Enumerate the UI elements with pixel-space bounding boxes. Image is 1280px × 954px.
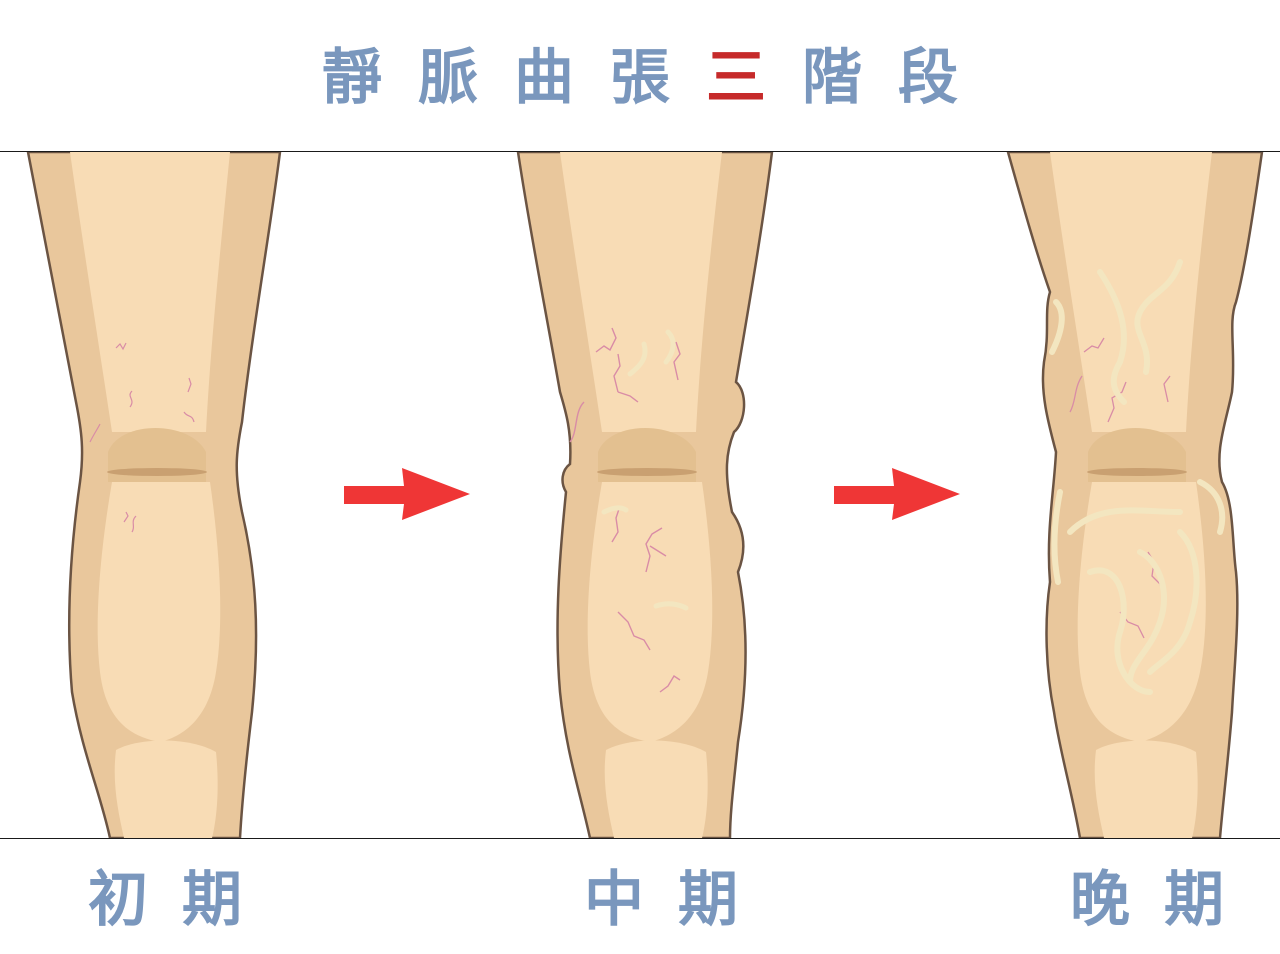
leg-early-icon [26, 152, 282, 838]
stage-label-late: 晚 期 [1070, 860, 1224, 940]
title-char: 靜 [322, 43, 382, 113]
leg-illustration-early [20, 152, 290, 838]
stage-label-char: 期 [678, 865, 738, 935]
stage-label-char: 晚 [1070, 865, 1130, 935]
stage-label-early: 初 期 [88, 860, 242, 940]
stage-label-char: 期 [1164, 865, 1224, 935]
page-title: 靜 脈 曲 張 三 階 段 [0, 38, 1280, 118]
title-char: 脈 [418, 43, 478, 113]
title-char: 張 [610, 43, 670, 113]
leg-middle-icon [516, 152, 774, 838]
progression-arrow-2 [832, 466, 962, 526]
progression-arrow-1 [342, 466, 472, 526]
title-char-accent: 三 [706, 43, 766, 113]
stage-label-char: 初 [88, 865, 148, 935]
right-arrow-icon [834, 468, 960, 520]
bottom-divider [0, 838, 1280, 839]
right-arrow-icon [344, 468, 470, 520]
title-char: 階 [802, 43, 862, 113]
stage-label-middle: 中 期 [584, 860, 738, 940]
leg-illustration-middle [510, 152, 780, 838]
stage-label-char: 期 [182, 865, 242, 935]
leg-illustration-late [1000, 152, 1270, 838]
title-char: 曲 [514, 43, 574, 113]
title-char: 段 [898, 43, 958, 113]
stage-label-char: 中 [584, 865, 644, 935]
leg-late-icon [1006, 152, 1264, 838]
